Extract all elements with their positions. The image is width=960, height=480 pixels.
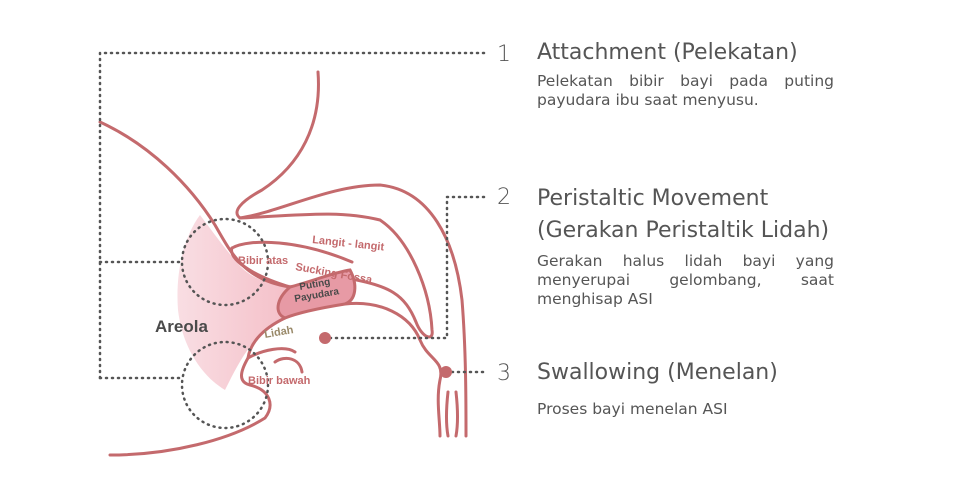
- areola-shape: [177, 215, 320, 390]
- step-1-number: 1: [497, 42, 511, 67]
- step-1-description: Pelekatan bibir bayi pada puting payudar…: [537, 72, 834, 109]
- label-areola: Areola: [155, 317, 208, 336]
- step-2-number: 2: [497, 185, 511, 210]
- label-lidah: Lidah: [263, 324, 294, 341]
- swallowing-marker: [440, 366, 452, 378]
- peristaltic-marker: [319, 332, 331, 344]
- step-1-title: Attachment (Pelekatan): [537, 40, 798, 65]
- dotted-leaders: [98, 51, 487, 430]
- step-2-title-line1: Peristaltic Movement: [537, 186, 769, 211]
- label-bibir-bawah: Bibir bawah: [248, 375, 311, 387]
- step-3-description: Proses bayi menelan ASI: [537, 400, 728, 418]
- step-2-title-line2: (Gerakan Peristaltik Lidah): [537, 218, 830, 243]
- step-3-title: Swallowing (Menelan): [537, 360, 778, 385]
- step-3-number: 3: [497, 361, 511, 386]
- label-bibir-atas: Bibir atas: [238, 255, 288, 267]
- label-puting: Puting: [299, 277, 332, 293]
- face-outline: [98, 70, 468, 457]
- step-2-description: Gerakan halus lidah bayi yang menyerupai…: [537, 252, 834, 308]
